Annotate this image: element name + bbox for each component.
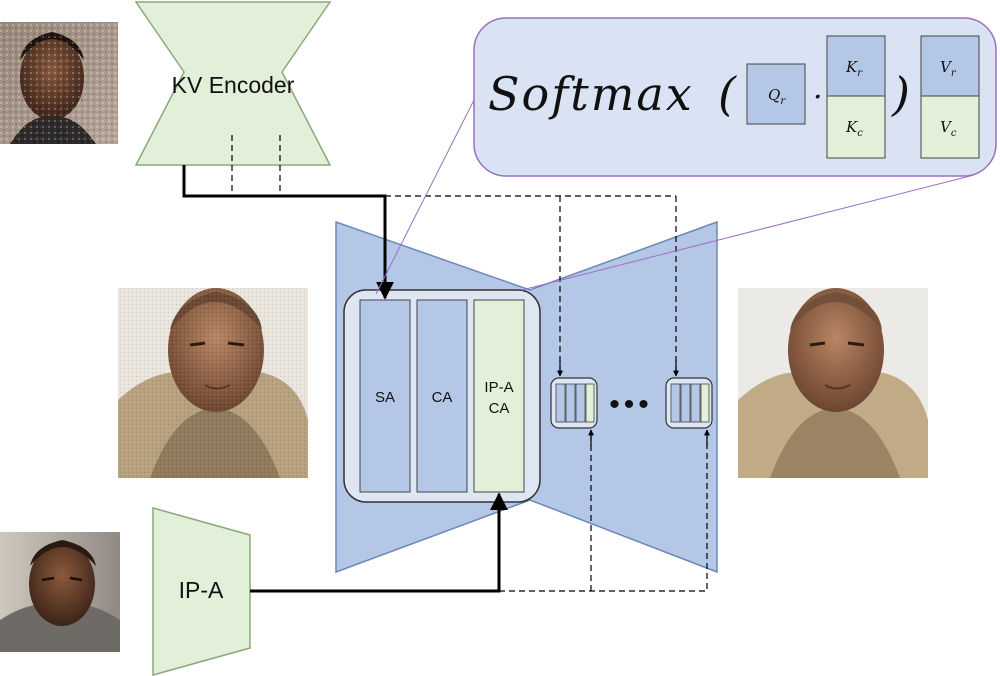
ip-adapter-cross-attention-block: IP-A CA xyxy=(473,299,525,493)
ellipsis: ••• xyxy=(609,388,653,421)
key-reference-symbol: Kr xyxy=(845,58,863,79)
kv-dashed-connection xyxy=(231,135,677,376)
attention-formula-box: Softmax ( Qr · Kr Kc ) Vr Vc xyxy=(473,17,997,177)
cross-attention-label: CA xyxy=(432,389,453,406)
cross-attention-block: CA xyxy=(416,299,468,493)
self-attention-block: SA xyxy=(359,299,411,493)
ip-adapter-label: IP-A xyxy=(179,577,224,603)
mini-attention-block-1 xyxy=(550,377,598,429)
ip-adapter-ca-label-line1: IP-A xyxy=(484,379,513,396)
noisy-illustrated-portrait xyxy=(118,288,308,478)
reference-portrait-photo xyxy=(0,532,120,652)
kv-encoder-label: KV Encoder xyxy=(172,72,295,98)
generated-illustrated-portrait xyxy=(738,288,928,478)
kv-encoder: KV Encoder xyxy=(134,1,332,166)
kv-to-sa-arrow xyxy=(182,165,394,300)
noisy-portrait-photo xyxy=(0,22,118,144)
ip-adapter-ca-label-line2: CA xyxy=(489,400,510,417)
callout-line-left xyxy=(375,99,475,295)
query-symbol: Qr xyxy=(768,86,786,107)
close-paren: ) xyxy=(891,67,910,121)
value-reference-symbol: Vr xyxy=(940,58,957,79)
ipa-dashed-connection xyxy=(499,430,708,592)
value-content-symbol: Vc xyxy=(940,118,957,139)
softmax-label: Softmax xyxy=(488,67,694,121)
key-content-symbol: Kc xyxy=(845,118,863,139)
callout-line-right xyxy=(521,174,975,291)
ip-adapter-encoder: IP-A xyxy=(152,507,251,676)
mini-attention-block-2 xyxy=(665,377,713,429)
dot-operator: · xyxy=(813,80,823,115)
open-paren: ( xyxy=(718,67,737,121)
self-attention-label: SA xyxy=(375,389,395,406)
